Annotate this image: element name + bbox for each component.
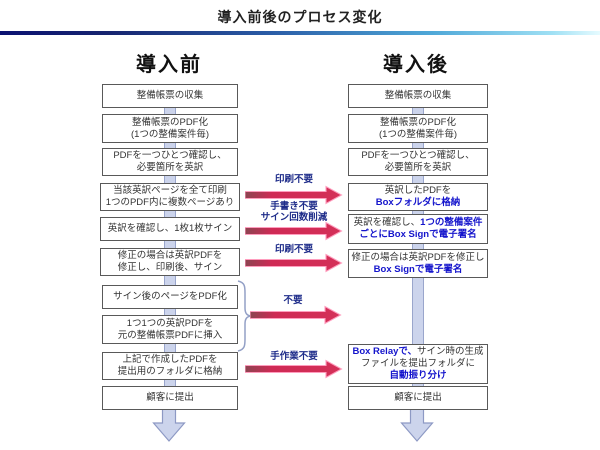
after-step-5: 英訳を確認し、1つの整備案件 ごとにBox Signで電子署名 [348,214,488,244]
change-arrow-icon-2 [245,221,343,241]
change-label-1: 印刷不要 [245,174,343,186]
change-label-2: 手書き不要 サイン回数削減 [245,201,343,223]
step-line: 1つ1つの英訳PDFを [126,317,214,329]
after-step-8: 顧客に提出 [348,386,488,410]
change-label-5: 手作業不要 [245,351,343,363]
step-line: 必要箇所を英訳 [384,162,452,173]
after-step-3: PDFを一つひとつ確認し、 必要箇所を英訳 [348,148,488,176]
step-line-em: 自動振り分け [389,370,447,381]
step-line: (1つの整備案件毎) [130,128,210,140]
step-line-em: Boxフォルダに格納 [375,197,461,208]
change-label-line: 印刷不要 [274,244,313,255]
before-step-5: 英訳を確認し、1枚1枚サイン [100,217,240,241]
change-label-line: 不要 [283,295,303,306]
change-label-line: 手作業不要 [270,351,318,362]
step-line: Box Relayで、サイン時の生成 [352,346,483,358]
change-arrow-icon-4 [250,305,342,325]
step-line: 元の整備帳票PDFに挿入 [117,329,223,341]
step-line: 顧客に提出 [394,392,442,403]
before-step-9: 上記で作成したPDFを 提出用のフォルダに格納 [102,352,238,380]
step-line: ファイルを提出フォルダに [360,358,475,369]
step-line-em: Box Signで電子署名 [373,263,463,275]
step-line: 整備帳票のPDF化 [379,116,456,128]
column-header-after: 導入後 [383,54,449,76]
before-step-8: 1つ1つの英訳PDFを 元の整備帳票PDFに挿入 [102,315,238,344]
before-step-3: PDFを一つひとつ確認し、 必要箇所を英訳 [102,148,238,176]
step-line: 整備帳票のPDF化 [131,116,208,128]
step-line-em: ごとにBox Signで電子署名 [359,229,477,240]
before-step-4: 当該英訳ページを全て印刷 1つのPDF内に複数ページあり [100,183,240,211]
step-text: サイン時の生成 [417,346,484,357]
step-text-em: Box Relayで、 [352,346,418,357]
step-line: 英訳を確認し、1つの整備案件 [354,217,483,229]
after-step-6: 修正の場合は英訳PDFを修正し Box Signで電子署名 [348,249,488,278]
slide-title: 導入前後のプロセス変化 [217,9,383,25]
before-step-10: 顧客に提出 [102,386,238,410]
change-label-line: サイン回数削減 [260,211,328,223]
title-underline-rule [0,31,600,35]
step-line: PDFを一つひとつ確認し、 [113,150,227,161]
step-line: 上記で作成したPDFを [122,354,218,365]
after-step-1: 整備帳票の収集 [348,84,488,108]
after-step-2: 整備帳票のPDF化 (1つの整備案件毎) [348,114,488,143]
step-line: 1つのPDF内に複数ページあり [105,197,235,208]
before-step-6: 修正の場合は英訳PDFを 修正し、印刷後、サイン [100,248,240,276]
change-label-line: 印刷不要 [274,174,313,185]
before-step-7: サイン後のページをPDF化 [102,285,238,309]
step-line: 英訳したPDFを [384,185,452,196]
step-line: 提出用のフォルダに格納 [117,366,223,377]
step-line: 修正の場合は英訳PDFを [117,250,223,261]
step-line: 修正の場合は英訳PDFを修正し [351,251,485,263]
step-text: 英訳を確認し、 [353,217,421,228]
change-label-3: 印刷不要 [245,244,343,256]
after-step-7: Box Relayで、サイン時の生成 ファイルを提出フォルダに 自動振り分け [348,344,488,384]
step-line: 顧客に提出 [146,392,194,403]
step-line: PDFを一つひとつ確認し、 [361,150,475,161]
step-line: 整備帳票の収集 [384,90,452,101]
step-line: 整備帳票の収集 [136,90,204,101]
after-step-4: 英訳したPDFを Boxフォルダに格納 [348,183,488,211]
step-line: (1つの整備案件毎) [378,128,458,140]
step-line: 修正し、印刷後、サイン [117,262,223,273]
step-line: サイン後のページをPDF化 [113,291,227,302]
change-arrow-icon-5 [245,359,343,379]
column-header-before: 導入前 [136,54,202,76]
change-label-line: 手書き不要 [270,201,318,212]
change-arrow-icon-1 [245,185,343,205]
step-line: 当該英訳ページを全て印刷 [113,185,227,196]
step-text-em: 1つの整備案件 [420,217,483,228]
change-arrow-icon-3 [245,253,343,273]
before-step-2: 整備帳票のPDF化 (1つの整備案件毎) [102,114,238,143]
step-line: 必要箇所を英訳 [136,162,204,173]
step-line: 英訳を確認し、1枚1枚サイン [107,223,233,234]
change-label-4: 不要 [247,295,339,307]
before-step-1: 整備帳票の収集 [102,84,238,108]
